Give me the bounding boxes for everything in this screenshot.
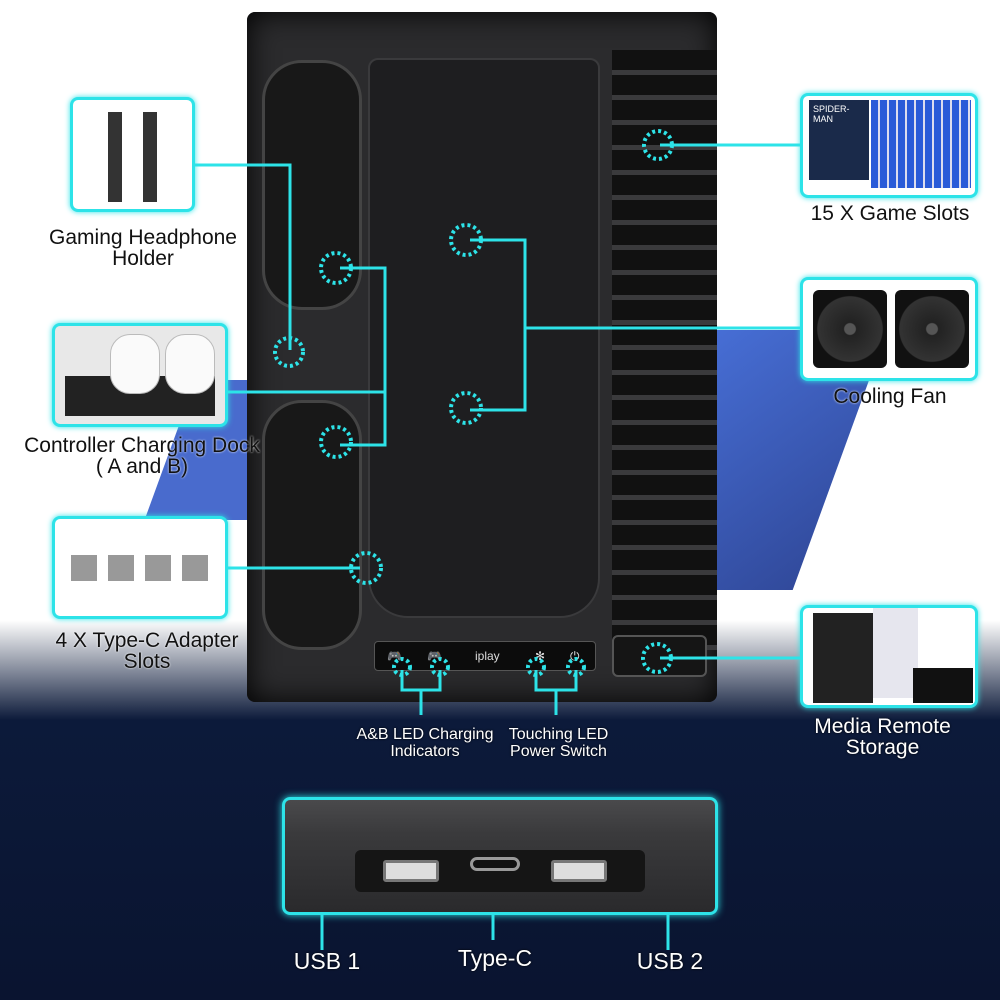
- cooling-fan-callout: [800, 277, 978, 381]
- typec-label: Type-C: [457, 945, 533, 971]
- controller-dock-b: [262, 400, 362, 650]
- media-storage-callout: [800, 605, 978, 708]
- fan-icon: ✻: [535, 649, 546, 663]
- led-panel: 🎮 🎮 iplay ✻ ⏻: [374, 641, 596, 671]
- charging-dock-label: Controller Charging Dock ( A and B): [24, 434, 260, 478]
- console-tray: [368, 58, 600, 618]
- game-cover: SPIDER-MAN: [809, 100, 869, 180]
- power-switch-label: Touching LED Power Switch: [508, 726, 609, 760]
- charging-dock-callout: [52, 323, 228, 427]
- led-indicators-label: A&B LED Charging Indicators: [356, 726, 494, 760]
- usb2-port: [551, 860, 607, 882]
- typec-adapters-callout: [52, 516, 228, 619]
- headphone-hook-image: [108, 112, 122, 202]
- typec-port: [470, 857, 520, 871]
- headphone-holder-callout: [70, 97, 195, 212]
- usb1-port: [383, 860, 439, 882]
- controller-a-icon: 🎮: [387, 649, 402, 663]
- cooling-fan-label: Cooling Fan: [833, 385, 947, 408]
- brand-logo: iplay: [475, 649, 500, 663]
- game-slots-ribs: [612, 50, 717, 650]
- game-slots-label: 15 X Game Slots: [810, 202, 970, 225]
- usb1-label: USB 1: [293, 948, 361, 974]
- usb2-label: USB 2: [636, 948, 704, 974]
- power-icon[interactable]: ⏻: [570, 649, 580, 663]
- headphone-holder-label: Gaming Headphone Holder: [49, 226, 237, 270]
- game-slots-callout: SPIDER-MAN: [800, 93, 978, 198]
- controller-b-icon: 🎮: [427, 649, 442, 663]
- typec-adapters-label: 4 X Type-C Adapter Slots: [55, 629, 239, 673]
- rear-ports-callout: [282, 797, 718, 915]
- media-storage-label: Media Remote Storage: [814, 715, 951, 759]
